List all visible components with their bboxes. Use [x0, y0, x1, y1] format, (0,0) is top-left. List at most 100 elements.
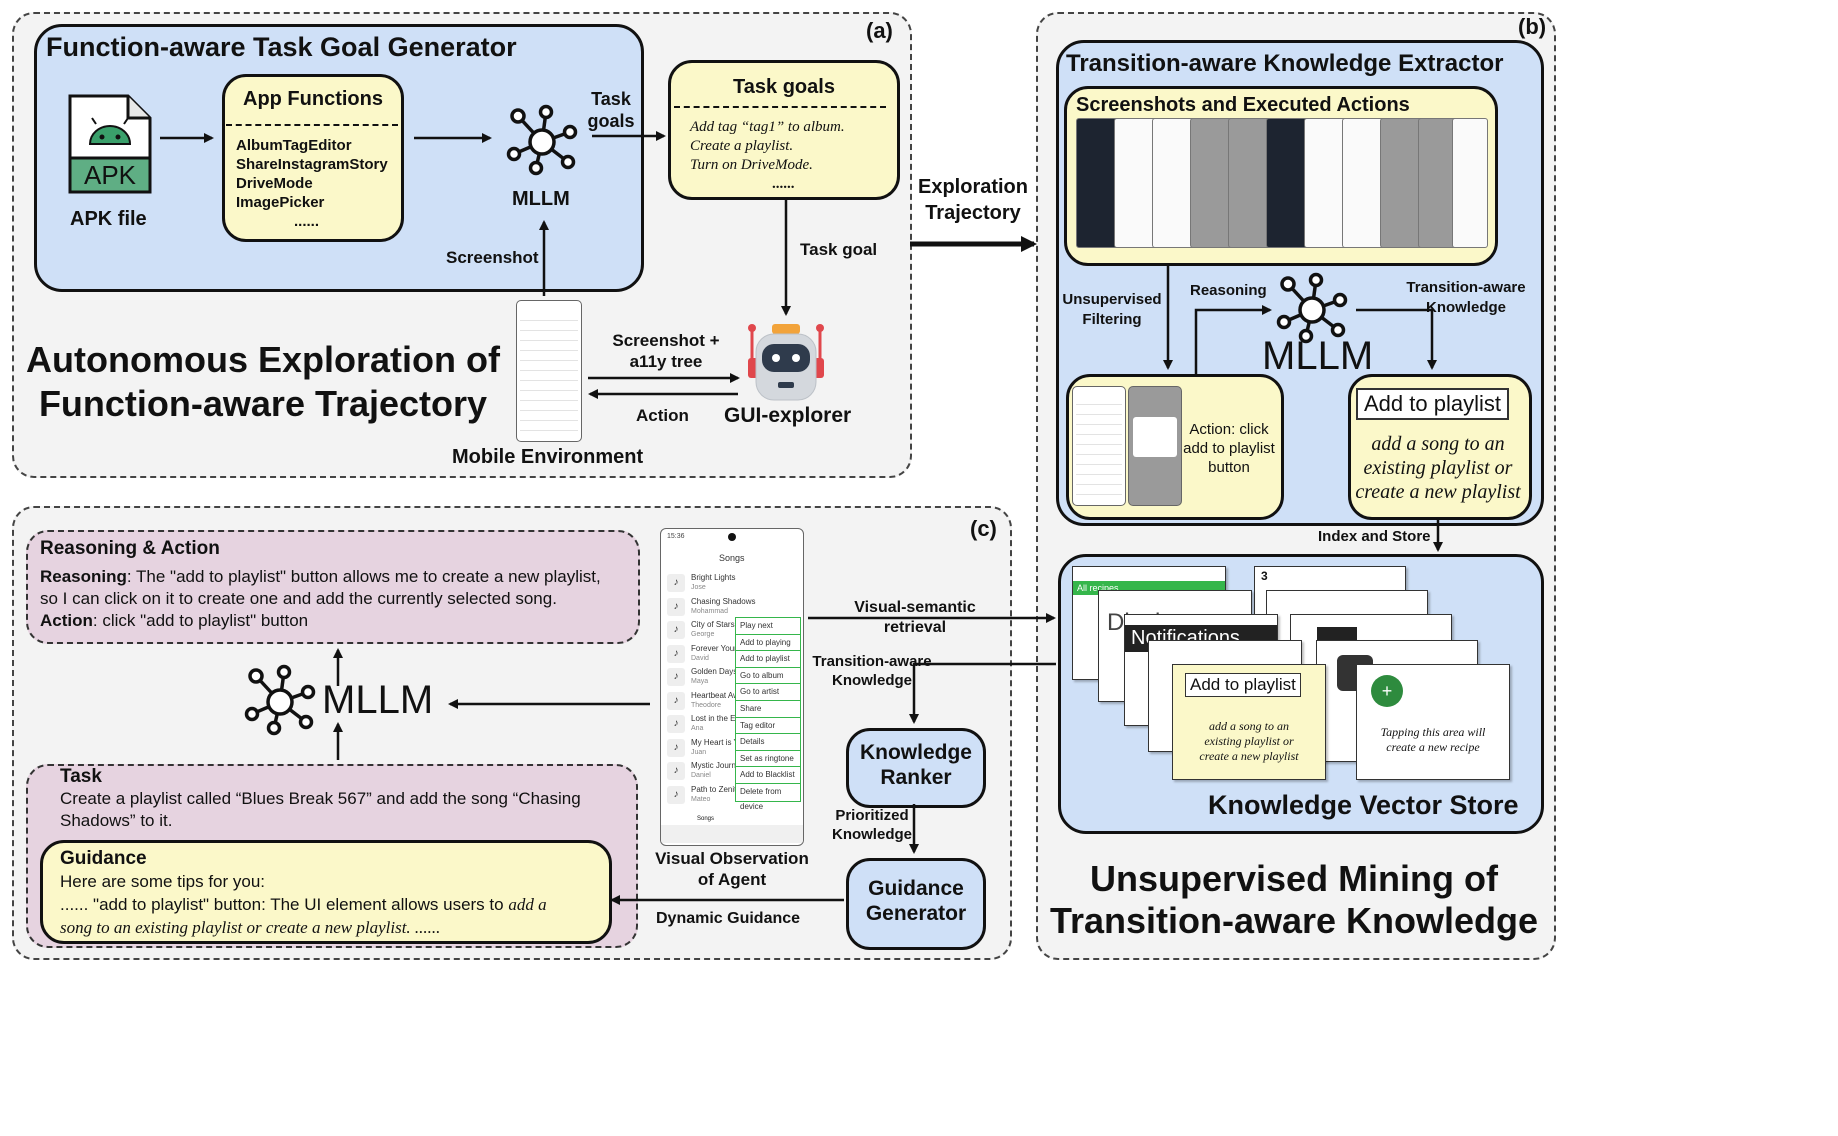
menu-item[interactable]: Delete from device [735, 783, 801, 811]
mllm-network-icon [1276, 272, 1348, 344]
menu-item[interactable]: Go to artist [735, 683, 801, 703]
app-function-item: ShareInstagramStory [236, 156, 388, 173]
prioritized-knowledge-label: Prioritized Knowledge [831, 807, 912, 843]
task-goals-box [668, 60, 900, 200]
screenshot-strip [1076, 118, 1488, 250]
task-goal-label: Task goal [800, 240, 878, 259]
song-title: Heartbeat Away [691, 690, 748, 700]
song-artist: David [691, 654, 709, 662]
extractor-title: Transition-aware Knowledge Extractor [1066, 50, 1504, 77]
index-store-label: Index and Store [1318, 528, 1431, 545]
knowledge-card-playlist: Add to playlist add a song to an existin… [1172, 664, 1326, 780]
task-goals-list: Add tag “tag1” to album. Create a playli… [690, 118, 845, 194]
visual-observation-label: Visual Observation of Agent [655, 849, 809, 889]
mllm-label-b: MLLM [1262, 334, 1374, 378]
store-title: Knowledge Vector Store [1208, 790, 1519, 820]
knowledge-output-desc: add a song to an existing playlist or cr… [1355, 433, 1521, 503]
knowledge-card-label: Add to playlist [1185, 673, 1301, 697]
song-title: My Heart is Yours [691, 737, 754, 747]
music-note-icon: ♪ [667, 738, 685, 757]
song-title: Bright Lights [691, 573, 736, 582]
arrow-store-to-ranker [909, 662, 1056, 724]
song-title: Golden Days [691, 667, 738, 676]
guidance-text: Here are some tips for you: ...... "add … [60, 872, 547, 937]
song-artist: Maya [691, 678, 709, 685]
phone-nav-label: Songs [697, 816, 715, 822]
gui-explorer-label: GUI-explorer [724, 404, 852, 427]
panel-b-title: Unsupervised Mining of Transition-aware … [1049, 858, 1539, 941]
task-goal-item: Turn on DriveMode. [690, 157, 813, 173]
song-title: Mystic Journey [691, 761, 745, 770]
knowledge-ranker [846, 728, 986, 808]
screenshot-tree-label: Screenshot + a11y tree [612, 331, 720, 371]
reasoning-label: Reasoning [1190, 282, 1267, 299]
music-note-icon: ♪ [667, 691, 685, 710]
song-artist: Jose [691, 584, 706, 591]
app-function-item: AlbumTagEditor [236, 137, 352, 154]
mllm-network-icon [244, 664, 316, 736]
mllm-label-c: MLLM [322, 678, 434, 722]
visual-semantic-label: Visual-semantic retrieval [854, 599, 976, 636]
screenshot-label: Screenshot [446, 248, 539, 267]
music-note-icon: ♪ [667, 621, 685, 639]
song-artist: Mohammad [691, 607, 728, 615]
unsupervised-filtering-label: Unsupervised Filtering [1062, 291, 1162, 328]
music-note-icon: ♪ [667, 715, 685, 733]
task-goal-item: Add tag “tag1” to album. [690, 119, 845, 135]
panel-a-title: Autonomous Exploration of Function-aware… [26, 339, 500, 424]
song-title: Forever Young [691, 643, 744, 653]
apk-icon [66, 92, 154, 196]
song-artist: Juan [691, 748, 707, 756]
phone-camera [728, 533, 736, 541]
transition-knowledge-label-b: Transition-aware Knowledge [1406, 279, 1526, 316]
apk-label: APK [83, 160, 137, 190]
app-functions-list: AlbumTagEditor ShareInstagramStory Drive… [236, 136, 388, 231]
guidance-box [40, 840, 612, 944]
song-artist: Theodore [691, 701, 721, 709]
reasoning-action-box [26, 530, 640, 644]
task-goals-title: Task goals [733, 76, 835, 98]
task-goals-divider [674, 106, 886, 108]
song-artist: Ana [691, 725, 704, 732]
song-artist: Daniel [691, 772, 711, 779]
app-functions-divider [226, 124, 398, 126]
task-goals-arrow-label: Task goals [587, 89, 635, 131]
task-goal-item: Create a playlist. [690, 138, 794, 154]
song-artist: Mateo [691, 795, 711, 803]
action-screen-after [1128, 386, 1182, 506]
plus-icon: + [1371, 675, 1403, 707]
mobile-environment-label: Mobile Environment [452, 446, 644, 468]
task-title: Task [60, 766, 102, 787]
recipe-card-desc: Tapping this area will create a new reci… [1380, 725, 1486, 754]
music-note-icon: ♪ [667, 597, 685, 616]
action-label-a: Action [636, 406, 689, 425]
exploration-trajectory-label: Exploration Trajectory [917, 176, 1028, 224]
panel-a-tag: (a) [866, 18, 893, 43]
mobile-environment-screenshot [516, 300, 582, 442]
guidance-generator-label: Guidance Generator [865, 877, 967, 925]
ra-text: Reasoning: The "add to playlist" button … [40, 567, 601, 630]
apk-file-label: APK file [70, 208, 147, 230]
phone-title: Songs [719, 553, 745, 563]
app-function-item: ImagePicker [236, 194, 325, 211]
generator-title: Function-aware Task Goal Generator [46, 32, 517, 62]
music-note-icon: ♪ [667, 668, 685, 686]
mllm-network-icon [506, 104, 578, 176]
music-note-icon: ♪ [667, 785, 685, 804]
phone-time: 15:36 [667, 533, 685, 540]
action-screen-before [1072, 386, 1126, 506]
knowledge-ranker-label: Knowledge Ranker [859, 741, 972, 789]
arrow-transition-knowledge [1356, 308, 1437, 370]
music-note-icon: ♪ [667, 644, 685, 663]
